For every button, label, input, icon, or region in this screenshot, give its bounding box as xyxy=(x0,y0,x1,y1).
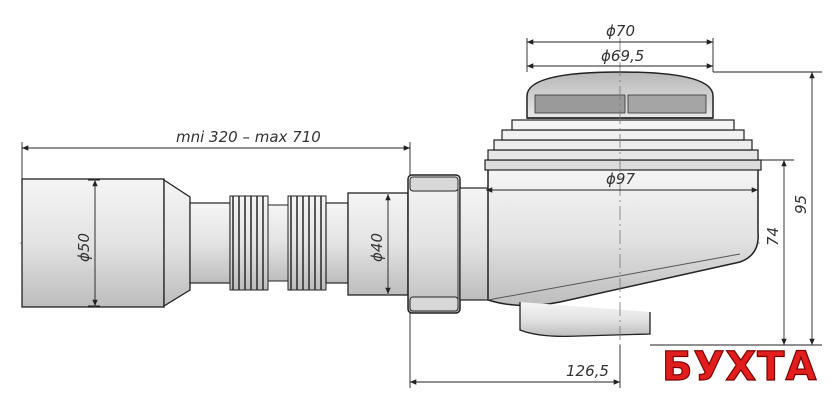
pipe-50-section xyxy=(21,178,191,308)
dim-height-total: 95 xyxy=(792,195,810,214)
dim-top-diameter: ϕ70 xyxy=(606,22,635,40)
dim-pipe-diameter-left: ϕ50 xyxy=(75,233,93,262)
dim-cap-diameter: ϕ69,5 xyxy=(601,47,644,65)
dim-body-diameter: ϕ97 xyxy=(606,170,635,188)
dim-length-range: mni 320 – max 710 xyxy=(176,128,321,146)
dim-pipe-diameter-middle: ϕ40 xyxy=(368,233,386,262)
corrugated-hose xyxy=(189,195,349,291)
dimension-lines xyxy=(21,38,822,388)
union-nut xyxy=(407,174,491,314)
trap-body xyxy=(484,119,762,338)
dim-height-inner: 74 xyxy=(764,227,782,246)
watermark-text: БУХТА xyxy=(662,344,817,390)
dim-offset-length: 126,5 xyxy=(566,362,609,380)
watermark-logo: БУХТА xyxy=(661,343,817,390)
